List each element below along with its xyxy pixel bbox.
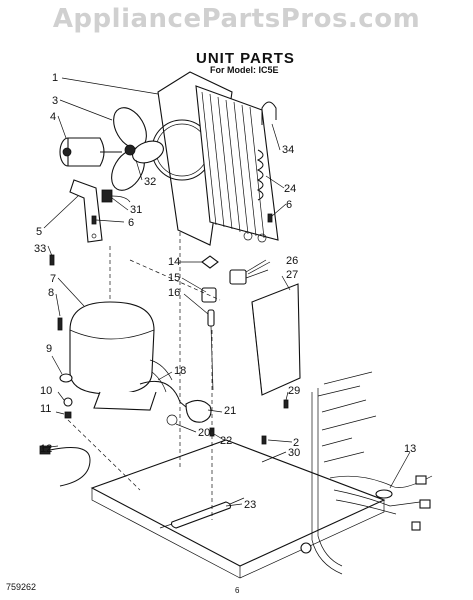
heater-element[interactable] bbox=[159, 497, 245, 529]
wiring-harness[interactable] bbox=[300, 371, 433, 575]
callout-5: 5 bbox=[36, 226, 42, 238]
callout-26: 26 bbox=[286, 255, 298, 267]
motor-bracket[interactable] bbox=[69, 179, 103, 243]
base-pan[interactable] bbox=[90, 439, 386, 579]
callout-10: 10 bbox=[40, 385, 52, 397]
screw-29[interactable] bbox=[283, 399, 289, 409]
fan-motor[interactable] bbox=[59, 137, 122, 167]
dashed-assembly-lines bbox=[67, 232, 221, 520]
callout-14: 14 bbox=[168, 256, 180, 268]
callout-2: 2 bbox=[293, 437, 299, 449]
callout-1: 1 bbox=[52, 72, 58, 84]
control-bracket[interactable] bbox=[251, 283, 301, 396]
callout-33: 33 bbox=[34, 243, 46, 255]
diagram-title: UNIT PARTS bbox=[196, 50, 295, 67]
callout-21: 21 bbox=[224, 405, 236, 417]
drain-tube[interactable] bbox=[261, 101, 277, 125]
callout-8: 8 bbox=[48, 287, 54, 299]
screw-6b[interactable] bbox=[267, 213, 273, 223]
diagram-code: 759262 bbox=[6, 582, 37, 592]
callout-18: 18 bbox=[174, 365, 186, 377]
condenser-coil[interactable] bbox=[195, 85, 279, 243]
watermark: AppliancePartsPros.com bbox=[52, 4, 421, 34]
washer-10[interactable] bbox=[63, 397, 73, 407]
coupling-21[interactable] bbox=[185, 399, 212, 423]
callout-3: 3 bbox=[52, 95, 58, 107]
compressor[interactable] bbox=[69, 301, 173, 411]
callout-numbers: 1 2 3 4 5 6 6 7 8 9 10 11 12 13 14 15 16… bbox=[34, 72, 416, 511]
callout-6a: 6 bbox=[128, 217, 134, 229]
callout-34: 34 bbox=[282, 144, 294, 156]
diagram-subtitle: For Model: IC5E bbox=[210, 65, 279, 75]
callout-32: 32 bbox=[144, 176, 156, 188]
callout-7: 7 bbox=[50, 273, 56, 285]
callout-24: 24 bbox=[284, 183, 296, 195]
screw-33[interactable] bbox=[49, 254, 55, 266]
callout-9: 9 bbox=[46, 343, 52, 355]
callout-15: 15 bbox=[168, 272, 180, 284]
callout-12: 12 bbox=[40, 443, 52, 455]
callout-22: 22 bbox=[220, 435, 232, 447]
callout-31: 31 bbox=[130, 204, 142, 216]
fan-blade[interactable] bbox=[105, 102, 167, 196]
leader-lines bbox=[41, 77, 411, 507]
callout-13: 13 bbox=[404, 443, 416, 455]
callout-4: 4 bbox=[50, 111, 56, 123]
page-number: 6 bbox=[235, 586, 240, 595]
callout-27: 27 bbox=[286, 269, 298, 281]
overload[interactable] bbox=[207, 309, 215, 327]
bolt-8[interactable] bbox=[57, 317, 63, 331]
callout-23: 23 bbox=[244, 499, 256, 511]
callout-30: 30 bbox=[288, 447, 300, 459]
callout-6b: 6 bbox=[286, 199, 292, 211]
grommet-9[interactable] bbox=[59, 373, 73, 383]
clamp-20[interactable] bbox=[166, 414, 178, 426]
relay-clip[interactable] bbox=[201, 255, 219, 269]
callout-16: 16 bbox=[168, 287, 180, 299]
capacitor[interactable] bbox=[101, 189, 113, 203]
screw-6a[interactable] bbox=[91, 215, 97, 225]
callout-11: 11 bbox=[40, 403, 51, 415]
callout-29: 29 bbox=[288, 385, 300, 397]
callout-20: 20 bbox=[198, 427, 210, 439]
nut-11[interactable] bbox=[64, 411, 72, 419]
thermostat-block[interactable] bbox=[229, 269, 247, 285]
power-cord[interactable] bbox=[39, 445, 91, 487]
screw-2[interactable] bbox=[261, 435, 267, 445]
